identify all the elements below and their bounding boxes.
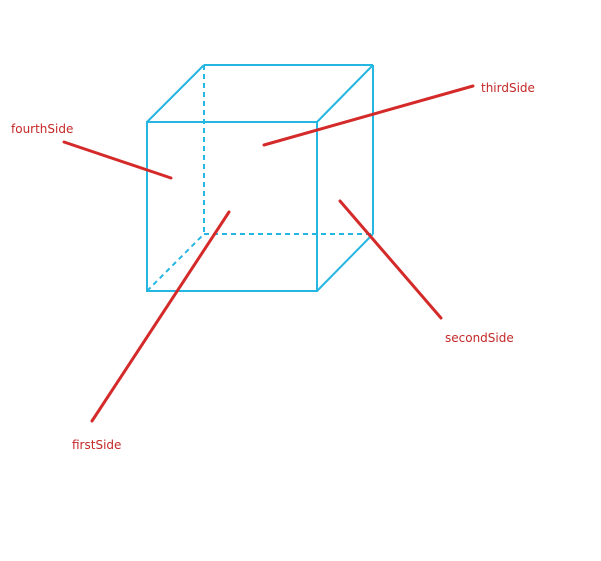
first-side-label: firstSide bbox=[72, 438, 122, 452]
pointer-lines bbox=[62, 84, 475, 423]
pointer-third-side bbox=[262, 84, 475, 147]
cube-bottom-left-depth-edge-hidden bbox=[146, 233, 205, 292]
fourth-side-label: fourthSide bbox=[11, 122, 74, 136]
cube-top-right-depth-edge bbox=[316, 64, 374, 123]
cube-bottom-right-depth-edge bbox=[316, 233, 374, 292]
pointer-first-side bbox=[90, 210, 231, 423]
second-side-label: secondSide bbox=[445, 331, 514, 345]
cube bbox=[146, 64, 374, 292]
third-side-label: thirdSide bbox=[481, 81, 535, 95]
pointer-second-side bbox=[338, 199, 443, 320]
cube-front-face bbox=[146, 121, 318, 292]
pointer-fourth-side bbox=[62, 140, 173, 180]
cube-top-left-depth-edge bbox=[146, 64, 205, 123]
